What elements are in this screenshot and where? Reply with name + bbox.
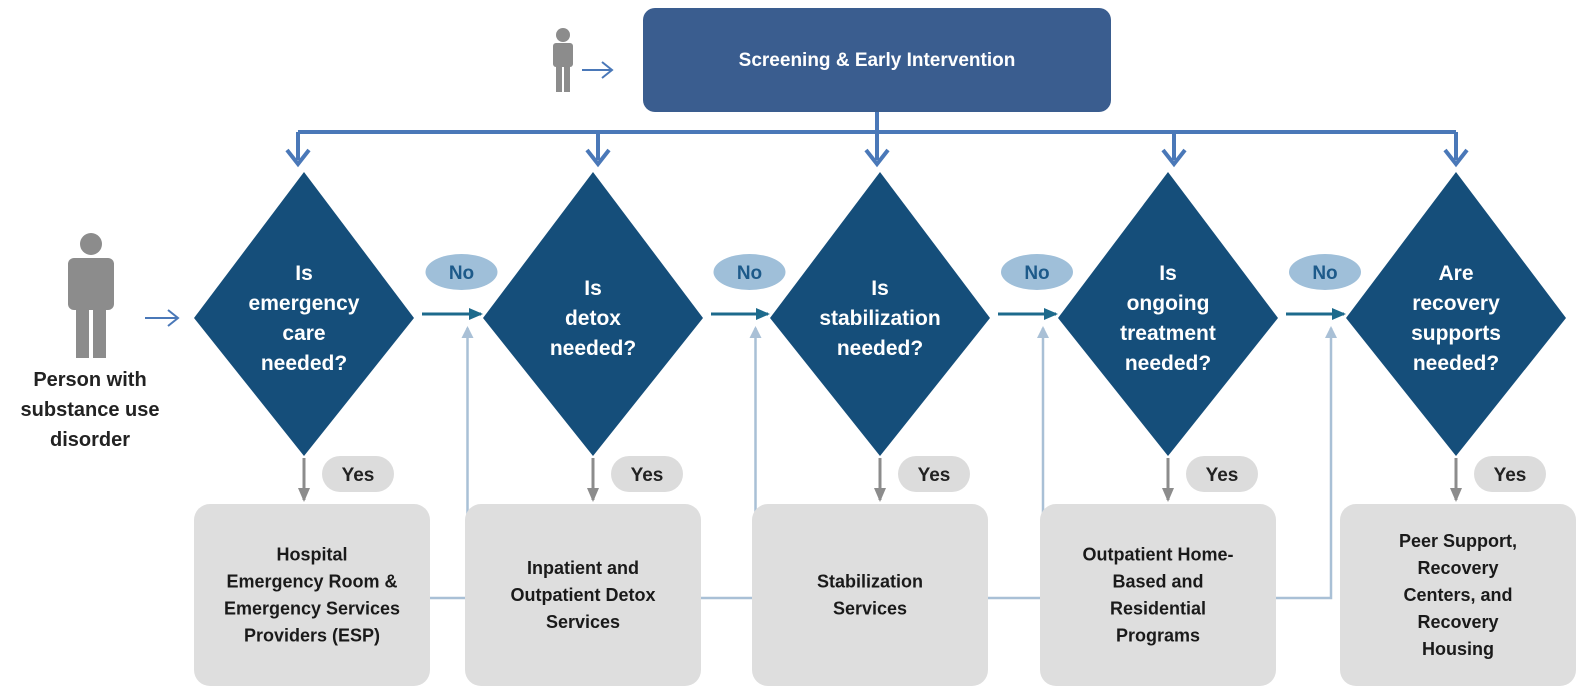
- person-icon-top: [553, 28, 573, 92]
- screening-box-label: Screening & Early Intervention: [739, 50, 1016, 71]
- arrow-person-to-screening: [582, 61, 614, 79]
- no-pill-4: [1289, 254, 1361, 290]
- yes-label-3: Yes: [918, 465, 951, 486]
- decision-question-4-line-2: ongoing: [1127, 292, 1210, 315]
- yes-pill-1: [322, 456, 394, 492]
- person-label-line-1: Person with: [33, 369, 146, 391]
- decision-question-3-line-1: Is: [871, 277, 889, 300]
- service-box-5: [1340, 504, 1576, 686]
- service-text-5-line-3: Centers, and: [1403, 585, 1512, 605]
- decision-columns: Is emergency care needed? YesHospitalEmergen…: [194, 172, 1576, 686]
- yes-label-2: Yes: [631, 465, 664, 486]
- yes-pill-5: [1474, 456, 1546, 492]
- decision-question-3-line-2: stabilization: [819, 307, 940, 330]
- yes-label-4: Yes: [1206, 465, 1239, 486]
- decision-question-1-line-2: emergency: [249, 292, 360, 315]
- decision-question-5-line-3: supports: [1411, 322, 1501, 345]
- no-label-2: No: [737, 263, 762, 284]
- decision-question-5-line-1: Are: [1438, 262, 1473, 285]
- decision-diamond-4: [1058, 172, 1278, 456]
- service-box-3: [752, 504, 988, 686]
- service-text-2-line-1: Inpatient and: [527, 558, 639, 578]
- no-pill-1: [425, 254, 498, 290]
- decision-question-4-line-3: treatment: [1120, 322, 1216, 345]
- service-box-2: [465, 504, 701, 686]
- person-label-line-2: substance use: [21, 399, 160, 421]
- decision-question-1-line-3: care: [282, 322, 325, 345]
- person-label-line-3: disorder: [50, 429, 130, 451]
- no-label-4: No: [1312, 263, 1337, 284]
- service-text-4-line-1: Outpatient Home-: [1083, 545, 1234, 565]
- person-icon-left: [68, 233, 114, 358]
- return-arrow-1: [430, 326, 474, 600]
- yes-label-5: Yes: [1494, 465, 1527, 486]
- service-text-2-line-2: Outpatient Detox: [510, 585, 655, 605]
- no-label-3: No: [1024, 263, 1049, 284]
- decision-question-1-line-1: Is: [295, 262, 313, 285]
- yes-pill-2: [611, 456, 683, 492]
- decision-column-1: Is emergency care needed? YesHospitalEmergen…: [194, 172, 498, 686]
- decision-question-4-line-1: Is: [1159, 262, 1177, 285]
- service-text-1-line-2: Emergency Room &: [226, 572, 397, 592]
- decision-column-3: Is stabilization needed? YesStabilizationSe…: [752, 172, 1073, 686]
- decision-question-5-line-2: recovery: [1412, 292, 1500, 315]
- decision-diamond-5: [1346, 172, 1566, 456]
- service-text-5-line-4: Recovery: [1417, 612, 1498, 632]
- no-pill-3: [1001, 254, 1073, 290]
- decision-diamond-3: [770, 172, 990, 456]
- service-text-3-line-2: Services: [833, 599, 907, 619]
- service-text-1-line-1: Hospital: [276, 545, 347, 565]
- screening-distribution-arrows: [285, 112, 1469, 168]
- decision-question-2-line-3: needed?: [550, 337, 636, 360]
- decision-question-5-line-4: needed?: [1413, 352, 1499, 375]
- decision-question-4-line-4: needed?: [1125, 352, 1211, 375]
- arrow-person-to-first-decision: [145, 309, 180, 327]
- service-text-4-line-2: Based and: [1112, 572, 1203, 592]
- yes-pill-3: [898, 456, 970, 492]
- return-arrow-4: [1276, 326, 1337, 600]
- yes-pill-4: [1186, 456, 1258, 492]
- service-box-1: [194, 504, 430, 686]
- service-text-5-line-5: Housing: [1422, 639, 1494, 659]
- decision-question-2-line-2: detox: [565, 307, 621, 330]
- decision-question-1-line-4: needed?: [261, 352, 347, 375]
- service-text-5-line-1: Peer Support,: [1399, 531, 1517, 551]
- decision-question-3-line-3: needed?: [837, 337, 923, 360]
- service-text-4-line-3: Residential: [1110, 599, 1206, 619]
- service-text-1-line-3: Emergency Services: [224, 599, 400, 619]
- service-text-3-line-1: Stabilization: [817, 572, 923, 592]
- person-label: Person with substance use disorder: [21, 369, 160, 451]
- yes-label-1: Yes: [342, 465, 375, 486]
- no-pill-2: [713, 254, 786, 290]
- service-text-1-line-4: Providers (ESP): [244, 626, 380, 646]
- no-label-1: No: [449, 263, 474, 284]
- service-text-5-line-2: Recovery: [1417, 558, 1498, 578]
- return-arrow-3: [988, 326, 1049, 600]
- decision-diamond-1: [194, 172, 414, 456]
- screening-box: Screening & Early Intervention: [643, 8, 1111, 112]
- return-arrow-2: [701, 326, 762, 600]
- decision-diamond-2: [483, 172, 703, 456]
- decision-question-2-line-1: Is: [584, 277, 602, 300]
- service-box-4: [1040, 504, 1276, 686]
- service-text-2-line-3: Services: [546, 612, 620, 632]
- service-text-4-line-4: Programs: [1116, 626, 1200, 646]
